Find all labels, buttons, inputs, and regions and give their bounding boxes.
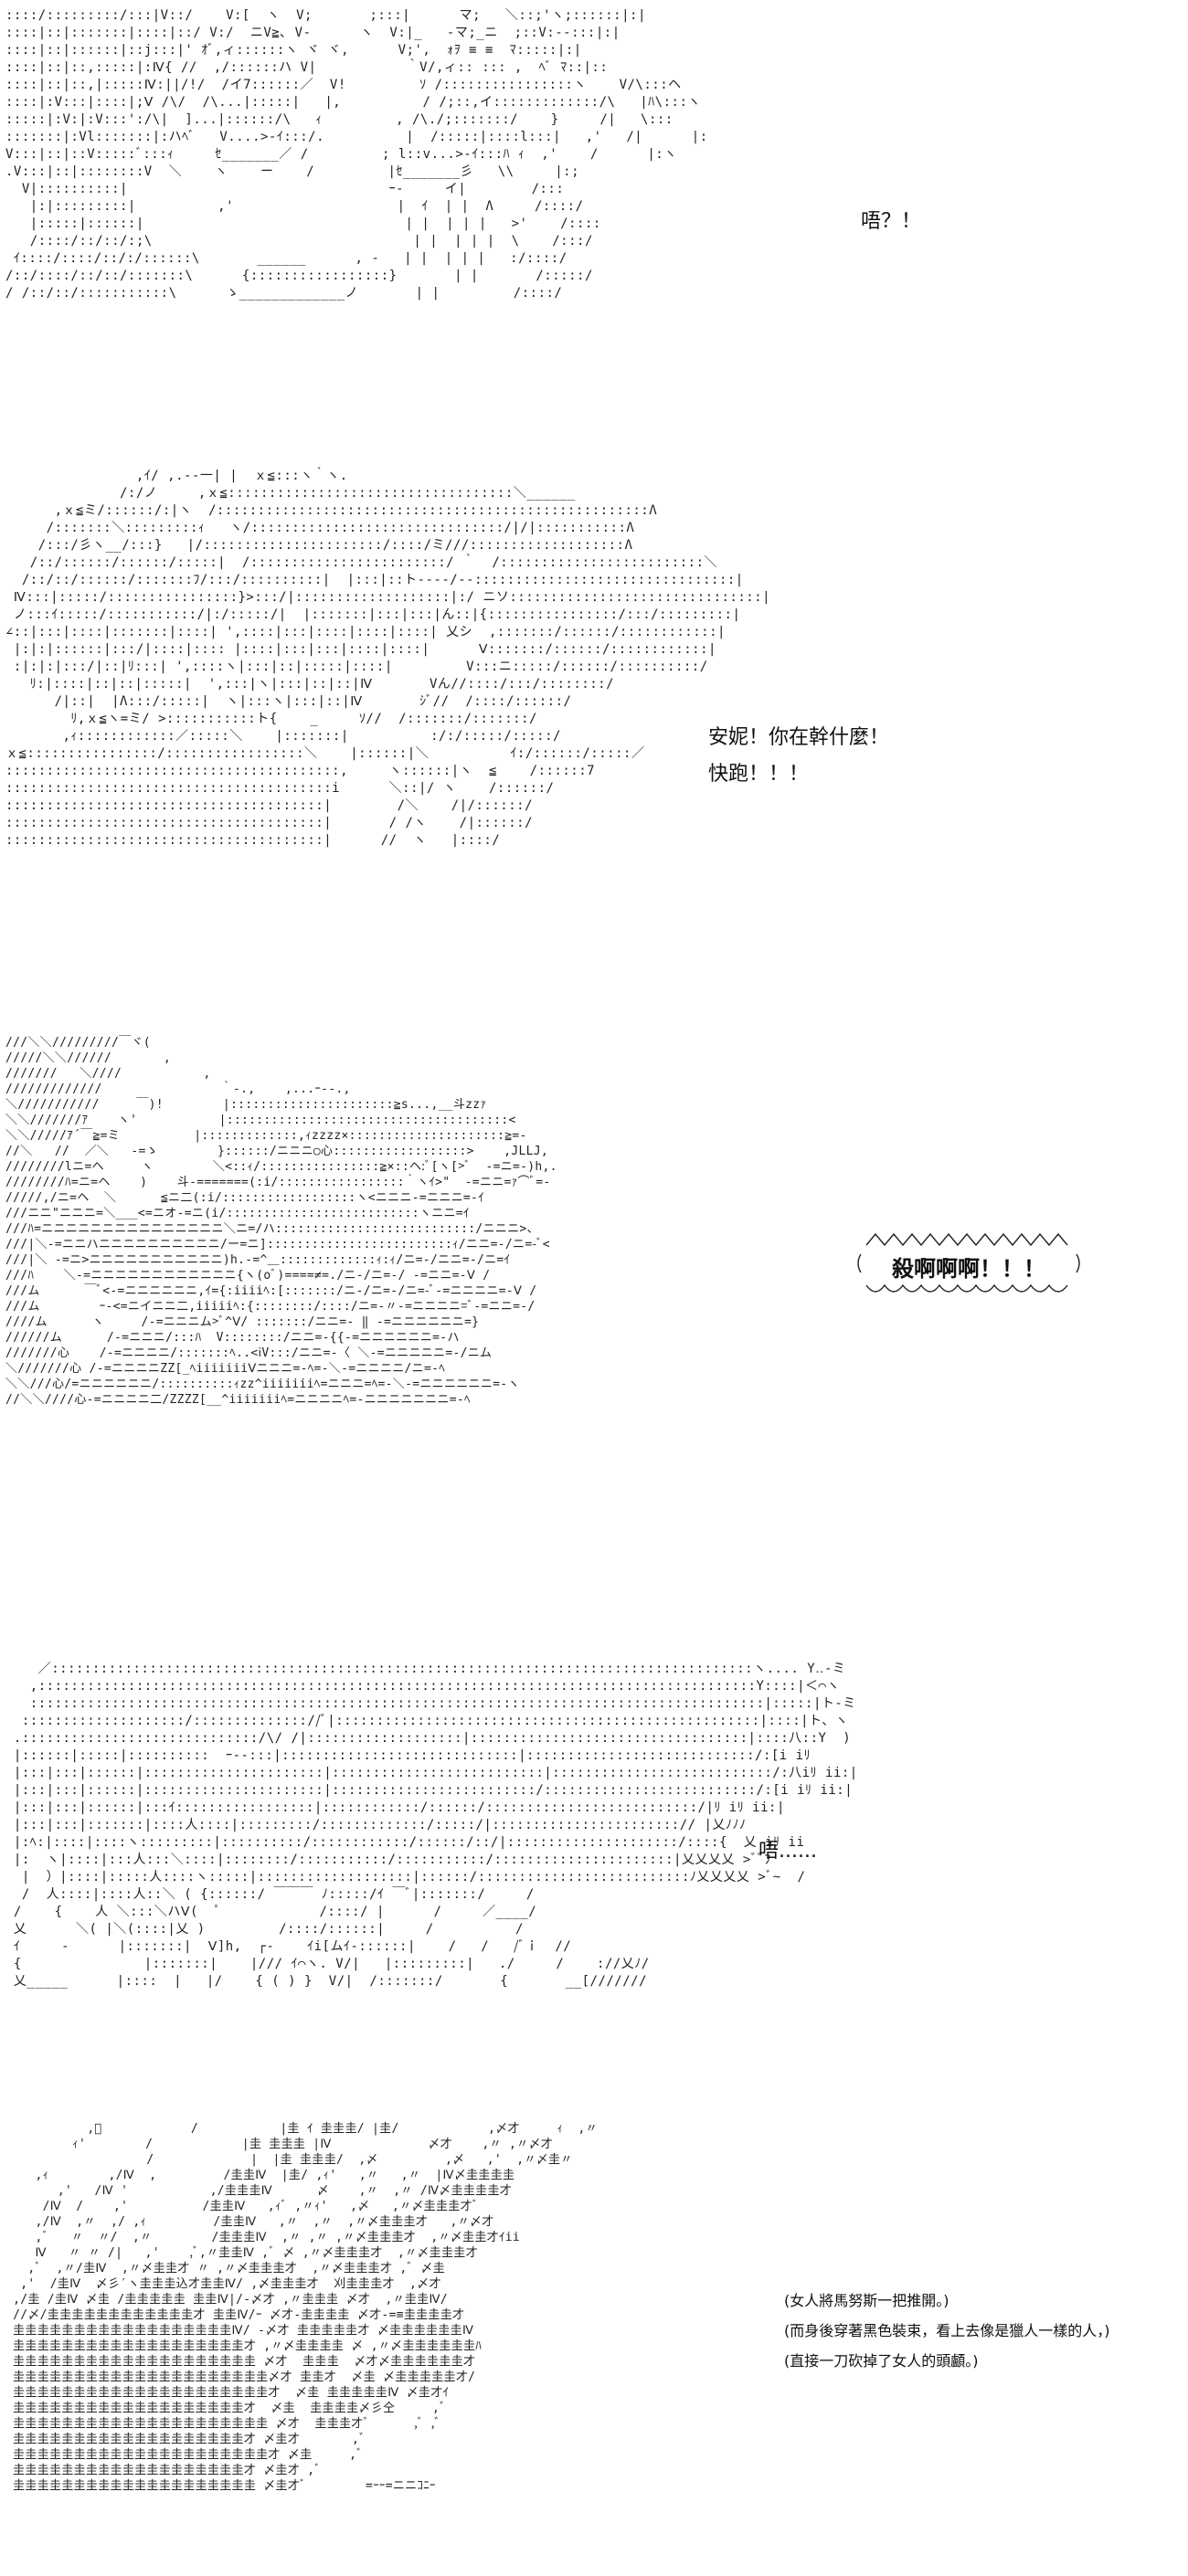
speech-line: 安妮！你在幹什麼！ <box>708 726 890 749</box>
spiky-bubble-shape <box>857 1232 1080 1293</box>
speech-line: 唔？！ <box>861 210 922 233</box>
ascii-art-scene-2: ,ｲ/ ,.--一| | ｘ≦:::ヽ｀ヽ. /:/ノ ,ｘ≦:::::::::… <box>5 469 771 848</box>
panel-4: ／:::::::::::::::::::::::::::::::::::::::… <box>0 1644 1188 2101</box>
panel-5: ,ﾞ / |圭 ｲ 圭圭圭/ |圭/ ,〆才 ｨ ,〃 ｨ' / |圭 圭圭圭 … <box>0 2110 1188 2576</box>
panel-2: ,ｲ/ ,.--一| | ｘ≦:::ヽ｀ヽ. /:/ノ ,ｘ≦:::::::::… <box>0 457 1188 1005</box>
narration-line: (而身後穿著黑色裝束，看上去像是獵人一樣的人，) <box>784 2322 1110 2339</box>
dialogue-panel-4: 唔...... <box>758 1838 817 1865</box>
panel-3: ///＼＼/////////￣ヾ( /////＼＼////// , //////… <box>0 1009 1188 1640</box>
panel-1: ::::/:::::::::/:::|V::/ V:[ ヽ V; ;:::| マ… <box>0 0 1188 457</box>
ascii-art-scene-1: ::::/:::::::::/:::|V::/ V:[ ヽ V; ;:::| マ… <box>5 8 708 301</box>
speech-line: 唔...... <box>758 1840 817 1863</box>
dialogue-panel-1: 唔？！ <box>861 208 921 236</box>
dialogue-panel-2: 安妮！你在幹什麼！ 快跑！！！ <box>708 720 889 793</box>
shout-text: 殺啊啊啊！！！ <box>892 1256 1045 1282</box>
shout-bubble: 殺啊啊啊！！！ <box>850 1218 1087 1318</box>
narration-line: (女人將馬努斯一把推開。) <box>784 2292 949 2309</box>
narration-panel-5: (女人將馬努斯一把推開。) (而身後穿著黑色裝束，看上去像是獵人一樣的人，) (… <box>784 2286 1110 2376</box>
speech-line: 快跑！！！ <box>708 763 810 786</box>
narration-line: (直接一刀砍掉了女人的頭顱。) <box>784 2352 979 2370</box>
ascii-art-scene-4: ／:::::::::::::::::::::::::::::::::::::::… <box>13 1662 858 1989</box>
ascii-art-scene-3: ///＼＼/////////￣ヾ( /////＼＼////// , //////… <box>5 1036 557 1407</box>
ascii-art-scene-5: ,ﾞ / |圭 ｲ 圭圭圭/ |圭/ ,〆才 ｨ ,〃 ｨ' / |圭 圭圭圭 … <box>13 2122 598 2493</box>
